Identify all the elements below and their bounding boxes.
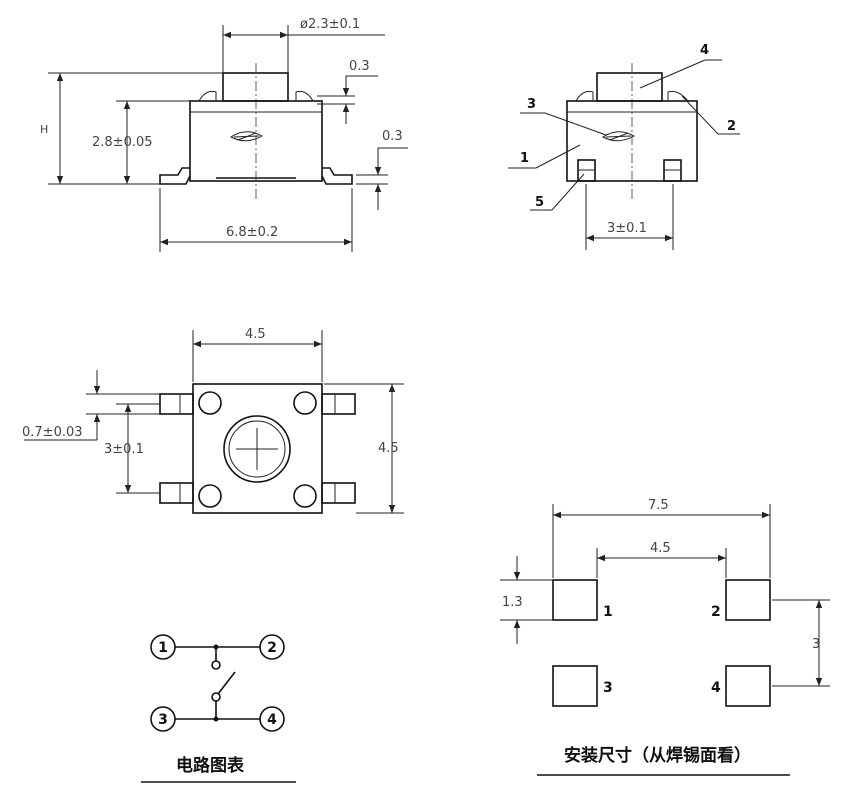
side-lead-thk: 0.3	[382, 129, 403, 144]
pad-label-1: 1	[603, 604, 613, 620]
fp-outer: 7.5	[648, 498, 669, 513]
pad-label-4: 4	[711, 680, 721, 696]
side-stem	[222, 72, 289, 102]
pad-1	[552, 579, 598, 621]
side-view: ø2.3±0.1 0.3 0.3 H 2.8±0.05 6.8±0.2	[40, 17, 408, 252]
top-button	[223, 415, 291, 483]
circuit-pin-1: 1	[158, 640, 168, 656]
circuit-pin-4: 4	[267, 712, 277, 728]
top-width: 4.5	[245, 327, 266, 342]
front-pitch: 3±0.1	[607, 221, 647, 236]
top-view: 4.5 4.5 0.7±0.03 3±0.1	[22, 327, 404, 514]
pad-2	[725, 579, 771, 621]
fp-inner: 4.5	[650, 541, 671, 556]
footprint-view: 1 2 3 4 7.5 4.5 1.3 3 安装尺寸（从焊锡面看）	[500, 498, 830, 776]
fp-pad-h: 1.3	[502, 595, 523, 610]
pad-3	[552, 665, 598, 707]
front-view: 4 2 3 1 5 3±0.1	[508, 43, 740, 250]
circuit-pin-3: 3	[158, 712, 168, 728]
callout-5: 5	[535, 195, 544, 210]
pad-label-2: 2	[711, 604, 721, 620]
side-lead-left	[159, 167, 191, 185]
top-pitch: 3±0.1	[104, 442, 144, 457]
circuit-caption: 电路图表	[176, 755, 245, 776]
side-top-thk: 0.3	[349, 59, 370, 74]
side-dia-label: ø2.3±0.1	[300, 17, 360, 32]
circuit-pin-2: 2	[267, 640, 277, 656]
pad-4	[725, 665, 771, 707]
fp-pitch: 3	[812, 637, 820, 652]
top-body	[192, 383, 323, 514]
top-lead-w: 0.7±0.03	[22, 425, 83, 440]
callout-1: 1	[520, 151, 529, 166]
callout-4: 4	[700, 43, 709, 58]
side-width: 6.8±0.2	[226, 225, 278, 240]
front-stem	[596, 72, 663, 102]
callout-2: 2	[727, 119, 736, 134]
pad-label-3: 3	[603, 680, 613, 696]
top-height: 4.5	[378, 441, 399, 456]
circuit-diagram: 1 2 3 4 电路图表	[141, 634, 296, 783]
side-body-h: 2.8±0.05	[92, 135, 153, 150]
fp-caption: 安装尺寸（从焊锡面看）	[564, 745, 751, 766]
side-h-label: H	[40, 123, 48, 136]
side-lead-right	[321, 167, 353, 185]
callout-3: 3	[527, 97, 536, 112]
